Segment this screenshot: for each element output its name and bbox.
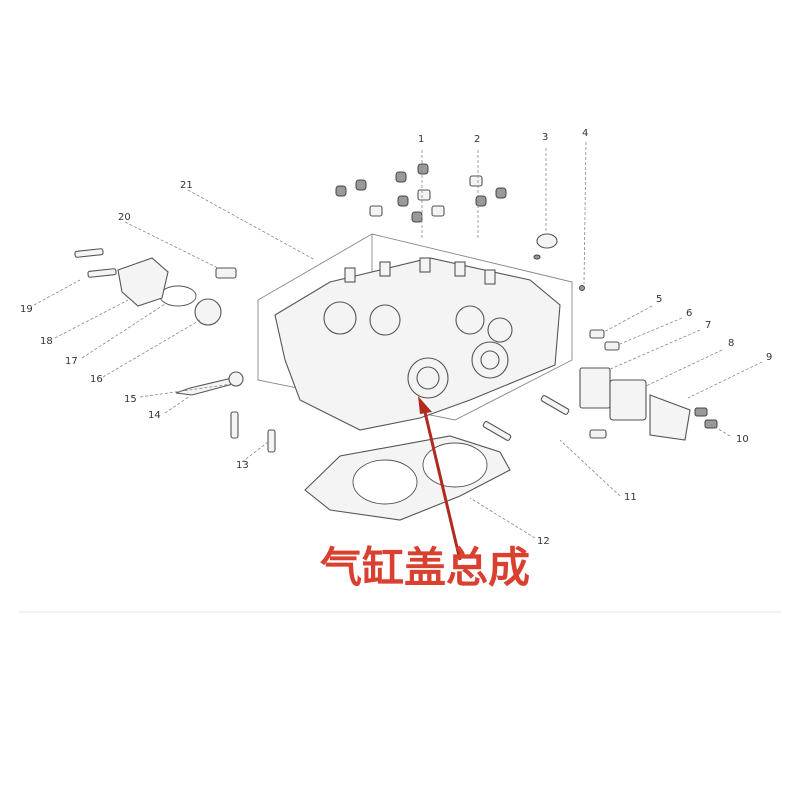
callout-19: 19 xyxy=(20,304,33,315)
right-side-parts xyxy=(579,329,718,441)
callout-10: 10 xyxy=(736,434,749,445)
left-side-parts xyxy=(74,248,276,453)
part-4-stud xyxy=(579,285,585,291)
callout-leaders xyxy=(33,141,763,539)
callout-18: 18 xyxy=(40,336,53,347)
callout-17: 17 xyxy=(65,356,78,367)
callout-13: 13 xyxy=(236,460,249,471)
callout-9: 9 xyxy=(766,352,772,363)
callout-8: 8 xyxy=(728,338,734,349)
callout-7: 7 xyxy=(705,320,711,331)
callout-21: 21 xyxy=(180,180,193,191)
callout-15: 15 xyxy=(124,394,137,405)
callout-1: 1 xyxy=(418,134,424,145)
callout-4: 4 xyxy=(582,128,588,139)
callout-12: 12 xyxy=(537,536,550,547)
callout-numbers: 1 2 3 4 5 6 7 8 9 10 11 12 13 14 15 16 1… xyxy=(20,128,772,547)
callout-5: 5 xyxy=(656,294,662,305)
cylinder-head-body xyxy=(274,257,561,431)
callout-11: 11 xyxy=(624,492,637,503)
valve-keepers xyxy=(335,163,507,223)
part-11-studs xyxy=(482,395,607,441)
red-arrow xyxy=(418,396,462,561)
callout-2: 2 xyxy=(474,134,480,145)
callout-20: 20 xyxy=(118,212,131,223)
callout-14: 14 xyxy=(148,410,161,421)
part-12-head-gasket xyxy=(304,435,511,521)
callout-16: 16 xyxy=(90,374,103,385)
part-3-plug xyxy=(533,233,558,260)
callout-3: 3 xyxy=(542,132,548,143)
callout-6: 6 xyxy=(686,308,692,319)
caption-cylinder-head-assembly: 气缸盖总成 xyxy=(320,543,530,592)
